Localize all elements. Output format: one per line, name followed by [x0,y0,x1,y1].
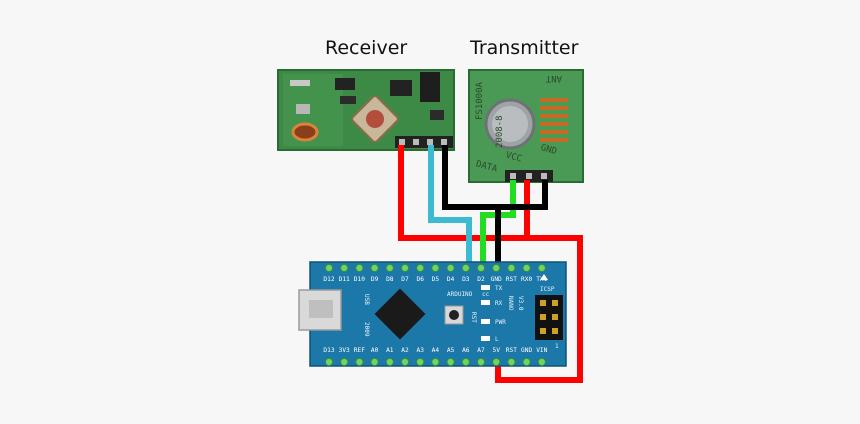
receiver-module [277,69,455,151]
top-pin-pad-d3[interactable] [461,263,470,273]
pin-one-label: 1 [555,343,559,350]
nano-name-label: NANO [507,296,514,311]
top-pin-pad-d8[interactable] [385,263,394,273]
bottom-pin-pad-a5[interactable] [446,357,455,367]
bottom-pin-label-a4: A4 [432,347,440,354]
top-pin-label-d11: D11 [339,276,350,283]
bottom-pin-pad-rst[interactable] [507,357,516,367]
bottom-pin-pad-ref[interactable] [355,357,364,367]
top-pin-label-d12: D12 [323,276,334,283]
pwr-led-label: PWR [495,319,506,326]
bottom-pin-pad-gnd[interactable] [522,357,531,367]
icsp-header [535,295,563,340]
top-pin-label-d4: D4 [447,276,455,283]
bottom-pin-pad-a2[interactable] [400,357,410,367]
bottom-pin-row: D13 3V3 REF A0 A1 A2 A3 A4 A5 A6 A7 5V RST GND VIN [323,347,548,367]
top-pin-label-d3: D3 [462,276,470,283]
top-pin-label-rx0: RX0 [521,276,532,283]
rst-button-label: RST [470,312,477,323]
top-pin-pad-gnd[interactable] [492,263,501,273]
top-pin-pad-d2[interactable] [476,263,486,273]
wires [398,145,583,383]
bottom-pin-pad-d13[interactable] [324,357,334,367]
bottom-pin-pad-a3[interactable] [416,357,425,367]
l-led [481,336,490,341]
tx-pin-vcc: VCC [505,151,523,165]
transmitter-coil [540,98,568,142]
bottom-pin-pad-a6[interactable] [461,357,470,367]
top-pin-label-d10: D10 [354,276,365,283]
top-pin-label-d7: D7 [401,276,409,283]
bottom-pin-pad-a0[interactable] [370,357,379,367]
bottom-pin-label-rst: RST [506,347,517,354]
icsp-pins [540,300,558,334]
top-pin-pad-d10[interactable] [355,263,364,273]
bottom-pin-label-5v: 5V [492,347,500,354]
pwr-led [481,319,490,324]
top-pin-pad-d11[interactable] [340,263,349,273]
tx-led-label: TX [495,285,503,292]
top-pin-pad-rst[interactable] [507,263,516,273]
bottom-pin-pad-a4[interactable] [431,357,440,367]
rx-led-label: RX [495,300,503,307]
receiver-coil [291,122,319,142]
nano-version-label: V3.0 [517,296,524,311]
top-pin-label-d8: D8 [386,276,394,283]
usb-label: USB [363,294,370,305]
icsp-label: ICSP [540,286,555,293]
wire-red-5v [398,145,583,383]
transmitter-ant-label: ANT [545,73,562,83]
receiver-title: Receiver [325,37,407,59]
tx-led [481,285,490,290]
bottom-pin-label-a0: A0 [371,347,379,354]
top-pin-pad-d6[interactable] [416,263,425,273]
top-pin-pad-d7[interactable] [400,263,410,273]
usb-connector[interactable] [298,289,342,331]
bottom-pin-pad-5v[interactable] [492,357,501,367]
arduino-nano-board: D12D11D10D9D8D7D6D5D4D3D2GNDRSTRX0TX1 D1… [298,261,567,367]
bottom-pin-label-a6: A6 [462,347,470,354]
top-pin-label-d5: D5 [432,276,440,283]
top-pin-label-d6: D6 [416,276,424,283]
bottom-pin-label-a1: A1 [386,347,394,354]
tx-pin-gnd: GND [539,143,557,157]
bottom-pin-pad-vin[interactable] [537,357,546,367]
cc-label: cc [482,291,490,298]
bottom-pin-label-a5: A5 [447,347,455,354]
bottom-pin-label-a7: A7 [477,347,485,354]
wire-cyan-d3 [428,145,472,266]
top-pin-pad-tx1[interactable] [537,263,546,273]
bottom-pin-label-3v3: 3V3 [339,347,350,354]
top-pin-pad-rx0[interactable] [522,263,531,273]
rx-led [481,300,490,305]
top-pin-label-gnd: GND [491,276,502,283]
brand-label: ARDUINO [447,291,473,298]
bottom-pin-label-a2: A2 [401,347,409,354]
top-pin-pad-d5[interactable] [431,263,440,273]
bottom-pin-pad-a7[interactable] [476,357,486,367]
bottom-pin-pad-3v3[interactable] [340,357,349,367]
top-pin-pad-d12[interactable] [324,263,334,273]
year-label: 2009 [363,322,370,337]
bottom-pin-label-vin: VIN [536,347,547,354]
transmitter-module: ANT FS1000A 2008-8 DATA VCC GND [468,69,584,183]
top-pin-label-d9: D9 [371,276,379,283]
transmitter-title: Transmitter [469,37,579,59]
pin-arrow-icon [540,274,548,280]
transmitter-model: FS1000A [475,81,485,120]
l-led-label: L [495,336,499,343]
bottom-pin-label-d13: D13 [323,347,334,354]
top-pin-pad-d9[interactable] [370,263,379,273]
receiver-header [395,136,453,148]
bottom-pin-label-a3: A3 [416,347,424,354]
receiver-chip [420,72,440,102]
bottom-pin-pad-a1[interactable] [385,357,394,367]
bottom-pin-label-gnd: GND [521,347,532,354]
bottom-pin-label-ref: REF [354,347,365,354]
top-pin-pad-d4[interactable] [446,263,455,273]
top-pin-label-rst: RST [506,276,517,283]
top-pin-label-d2: D2 [477,276,485,283]
transmitter-date-code: 2008-8 [495,115,505,148]
